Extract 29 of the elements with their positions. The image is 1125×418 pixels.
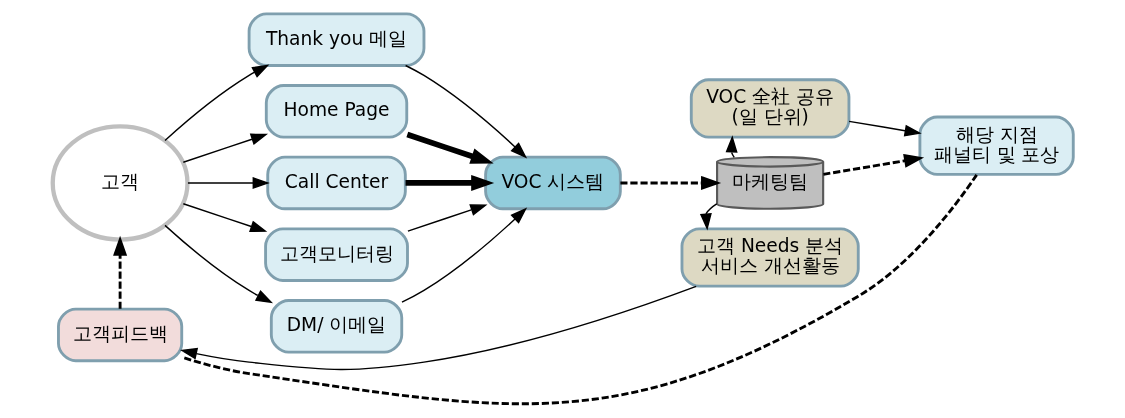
node-ellipse: 고객 <box>50 124 190 242</box>
arrow <box>182 203 267 233</box>
arrow <box>619 175 721 190</box>
arrow <box>400 207 527 303</box>
arrow <box>822 153 924 176</box>
arrow <box>182 133 268 163</box>
arrow <box>186 176 270 189</box>
node-box: Home Page <box>264 84 408 139</box>
node-box: Call Center <box>265 155 407 211</box>
arrow <box>163 224 273 304</box>
arrow <box>847 120 922 137</box>
arrow <box>179 285 697 371</box>
arrow <box>725 135 738 159</box>
arrow <box>163 64 269 142</box>
arrow <box>405 131 494 164</box>
node-box: 해당 지점 패널티 및 포상 <box>917 115 1075 176</box>
node-box: VOC 시스템 <box>483 155 622 211</box>
connector <box>181 174 978 406</box>
node-box: 고객피드백 <box>56 307 183 363</box>
arrow <box>405 174 494 192</box>
node-box: Thank you 메일 <box>247 12 425 67</box>
node-box: 고객 Needs 분석 서비스 개선활동 <box>680 227 860 288</box>
arrow <box>404 64 527 159</box>
node-box: VOC 全社 공유 (일 단위) <box>689 78 850 139</box>
arrow <box>699 203 717 231</box>
arrow <box>112 235 127 309</box>
arrow <box>406 204 487 232</box>
node-box: DM/ 이메일 <box>269 299 403 354</box>
node-box: 고객모니터링 <box>263 227 409 282</box>
